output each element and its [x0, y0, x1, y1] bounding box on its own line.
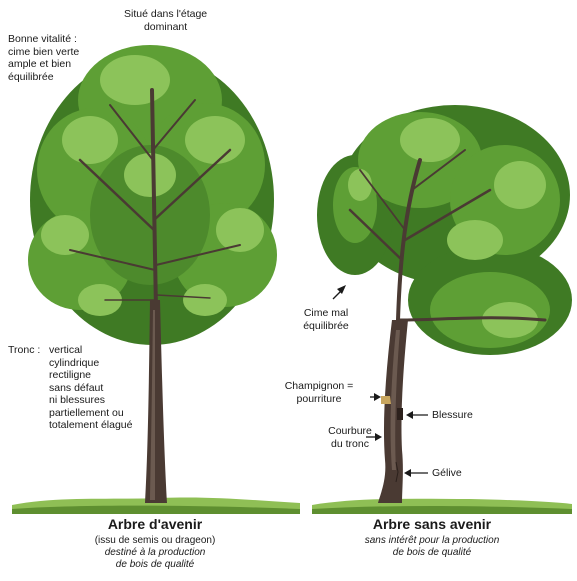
caption-left-line-2: destiné à la production [50, 547, 260, 559]
trunk-quality-3: rectiligne [49, 369, 132, 382]
trunk-quality-7: totalement élagué [49, 419, 132, 432]
label-vitality-line-4: équilibrée [8, 71, 79, 84]
label-dominant: Situé dans l'étage dominant [124, 8, 207, 33]
label-dominant-line-1: Situé dans l'étage [124, 8, 207, 21]
caption-right-line-1: sans intérêt pour la production [322, 535, 542, 547]
label-champignon: Champignon = pourriture [266, 380, 372, 405]
label-vitality-line-1: Bonne vitalité : [8, 33, 79, 46]
label-courbure: Courbure du tronc [322, 425, 378, 450]
caption-left-line-1: (issu de semis ou drageon) [50, 535, 260, 547]
fungus-mark [381, 396, 391, 404]
label-dominant-line-2: dominant [124, 21, 207, 34]
trunk-quality-5: ni blessures [49, 394, 132, 407]
arrow-blessure [406, 411, 428, 419]
caption-left-line-3: de bois de qualité [50, 559, 260, 571]
caption-title-right: Arbre sans avenir [332, 516, 532, 532]
trunk-quality-2: cylindrique [49, 357, 132, 370]
label-champignon-line-2: pourriture [266, 393, 372, 406]
arrow-gelive [404, 469, 428, 477]
caption-right-line-2: de bois de qualité [322, 547, 542, 559]
label-cime-line-2: équilibrée [276, 320, 376, 333]
wound-mark [397, 408, 403, 420]
label-vitality: Bonne vitalité : cime bien verte ample e… [8, 33, 79, 83]
caption-sub-left: (issu de semis ou drageon) destiné à la … [50, 535, 260, 571]
label-courbure-line-1: Courbure [322, 425, 378, 438]
label-blessure: Blessure [432, 409, 473, 422]
label-gelive: Gélive [432, 467, 462, 480]
label-trunk-prefix: Tronc : [8, 344, 40, 357]
label-cime-line-1: Cime mal [276, 307, 376, 320]
label-courbure-line-2: du tronc [322, 438, 378, 451]
label-cime: Cime mal équilibrée [276, 307, 376, 332]
healthy-tree [28, 45, 277, 503]
trunk-quality-1: vertical [49, 344, 132, 357]
label-champignon-line-1: Champignon = [266, 380, 372, 393]
trunk-quality-6: partiellement ou [49, 407, 132, 420]
trunk-quality-4: sans défaut [49, 382, 132, 395]
arrow-cime [333, 285, 346, 299]
label-vitality-line-3: ample et bien [8, 58, 79, 71]
caption-title-left: Arbre d'avenir [60, 516, 250, 532]
caption-sub-right: sans intérêt pour la production de bois … [322, 535, 542, 559]
label-vitality-line-2: cime bien verte [8, 46, 79, 59]
label-trunk-qualities: vertical cylindrique rectiligne sans déf… [49, 344, 132, 432]
